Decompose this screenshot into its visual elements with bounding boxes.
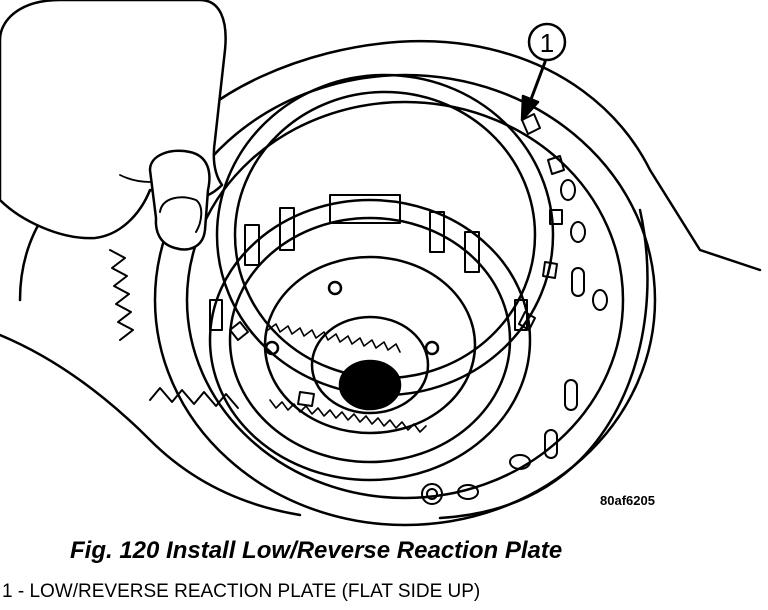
finger-tip — [148, 149, 211, 251]
callout-circle — [527, 22, 567, 62]
sun-gear — [263, 255, 477, 435]
lower-gear-teeth — [269, 399, 427, 433]
housing-slots — [421, 179, 608, 505]
reaction-plate-lugs — [229, 113, 565, 407]
case-lower-edge — [0, 333, 302, 517]
transmission-illustration: 1 — [0, 0, 762, 527]
hub-hole-right — [424, 340, 440, 356]
inner-drum — [208, 198, 532, 482]
reaction-plate-outer — [215, 73, 555, 397]
figure-caption: Fig. 120 Install Low/Reverse Reaction Pl… — [70, 537, 563, 564]
inner-drum-lip — [228, 216, 512, 464]
finger-crease — [119, 174, 151, 183]
finger-nail — [159, 196, 203, 233]
drum-splines — [209, 194, 528, 331]
figure-reference-code: 80af6205 — [600, 493, 655, 508]
callout-arrowhead — [520, 94, 540, 122]
housing-ring-inner — [185, 100, 625, 500]
hub-hole-top — [327, 280, 343, 296]
reaction-plate-inner — [233, 90, 537, 380]
center-hub — [310, 315, 430, 415]
callout-leader — [528, 60, 547, 104]
sun-gear-teeth — [267, 323, 401, 353]
left-ring-gear — [109, 249, 239, 409]
center-bore — [338, 359, 402, 411]
legend-item: 1 - LOW/REVERSE REACTION PLATE (FLAT SID… — [2, 581, 481, 602]
callout-number: 1 — [540, 28, 554, 58]
